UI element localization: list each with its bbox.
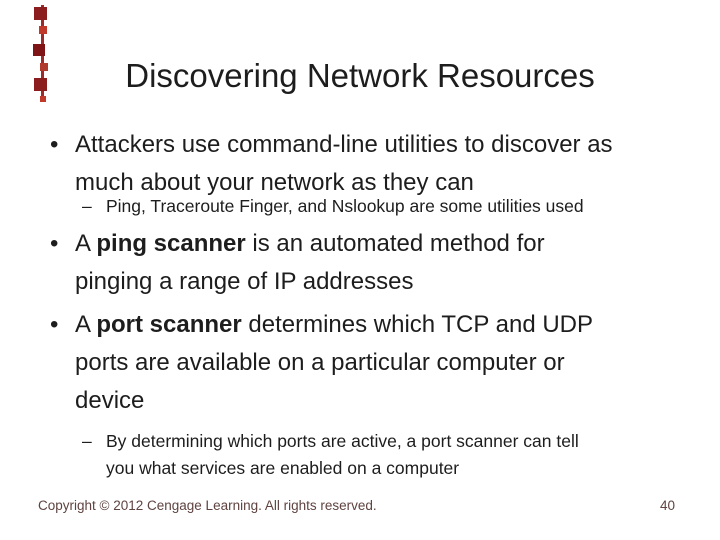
bullet-item: • A port scanner determines which TCP and… [0,306,720,420]
sub-bullet-item: –Ping, Traceroute Finger, and Nslookup a… [0,193,720,220]
bullet-item: • Attackers use command-line utilities to… [0,126,720,202]
bullet-line: pinging a range of IP addresses [75,268,414,295]
bullet-marker: • [50,230,59,257]
bullet-line: ports are available on a particular comp… [75,349,565,376]
bullet-line: By determining which ports are active, a… [106,431,579,451]
bullet-line: much about your network as they can [75,169,474,196]
sub-bullet-item: –By determining which ports are active, … [0,428,720,482]
ornament-block [39,26,47,34]
dash-marker: – [82,196,92,216]
bullet-line: Attackers use command-line utilities to … [75,131,613,158]
bullet-marker: • [50,131,59,158]
dash-marker: – [82,431,92,451]
bullet-line: Ping, Traceroute Finger, and Nslookup ar… [106,196,584,216]
footer-copyright: Copyright © 2012 Cengage Learning. All r… [38,498,377,513]
bullet-line: you what services are enabled on a compu… [106,458,460,478]
ornament-block [40,63,48,71]
bullet-line: A port scanner determines which TCP and … [75,311,594,338]
bullet-line: A ping scanner is an automated method fo… [75,230,545,257]
ornament-block [34,78,47,91]
page-number: 40 [659,498,675,513]
slide-title: Discovering Network Resources [125,57,595,94]
slide-accent-ornament [0,0,60,110]
bullet-marker: • [50,311,59,338]
bullet-item: • A ping scanner is an automated method f… [0,225,720,301]
ornament-block [33,44,45,56]
bullet-line: device [75,387,145,414]
ornament-block [34,7,47,20]
ornament-block [40,96,46,102]
